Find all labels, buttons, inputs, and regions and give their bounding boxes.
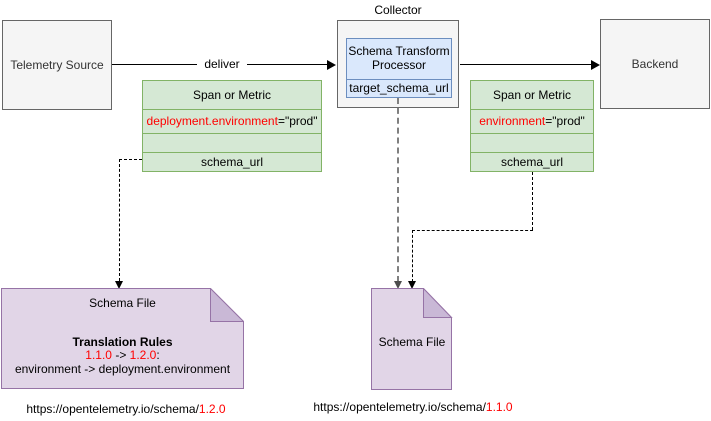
span-right-empty-row [471,133,593,152]
span-right-attribute-value: ="prod" [545,114,585,128]
span-left-schema-url-row: schema_url [143,152,321,172]
processor-schema-connector-vertical [397,98,399,282]
schema-url-right-base: https://opentelemetry.io/schema/ [313,400,486,414]
processor-title: Schema Transform Processor [347,39,451,80]
span-or-metric-left-node: Span or Metric deployment.environment="p… [142,80,322,172]
span-left-attribute-key: deployment.environment [146,114,278,128]
left-schema-url-connector-vertical [119,159,120,281]
left-schema-url-connector-horizontal [119,159,142,160]
span-right-attribute-key: environment [479,114,546,128]
backend-node: Backend [600,19,710,109]
schema-file-middle-title: Schema File [378,335,446,349]
backend-label: Backend [631,57,679,71]
rule-version-to: 1.2.0 [129,348,157,362]
span-right-attribute-row: environment="prod" [471,109,593,133]
schema-transform-processor-node: Schema Transform Processor target_schema… [346,38,452,98]
span-left-empty-row [143,133,321,152]
telemetry-source-label: Telemetry Source [10,58,104,72]
deliver-arrowhead-icon [327,60,336,70]
rule-colon: : [156,348,160,362]
schema-url-left-text: https://opentelemetry.io/schema/1.2.0 [2,402,250,416]
processor-target-schema-url-field: target_schema_url [349,81,449,95]
right-connector-arrowhead-icon [408,281,416,289]
span-right-header: Span or Metric [492,88,572,102]
rule-version-from: 1.1.0 [85,348,112,362]
left-connector-arrowhead-icon [115,281,123,289]
deliver-edge-label: deliver [197,57,247,71]
schema-url-left-version: 1.2.0 [198,402,226,416]
span-left-attribute-row: deployment.environment="prod" [143,109,321,133]
span-left-header: Span or Metric [192,88,272,102]
schema-url-right-text: https://opentelemetry.io/schema/1.1.0 [313,400,513,414]
collector-to-backend-arrow-line [460,64,592,65]
translation-rules-heading: Translation Rules [72,335,173,349]
right-schema-url-connector-vertical-1 [532,172,533,230]
collector-title: Collector [374,3,422,17]
collector-to-backend-arrowhead-icon [591,60,600,70]
telemetry-source-node: Telemetry Source [2,20,112,110]
rule-arrow: -> [111,348,130,362]
translation-rule-mapping: environment -> deployment.environment [14,362,231,376]
translation-rule-versions: 1.1.0 -> 1.2.0: [2,348,243,362]
span-or-metric-right-node: Span or Metric environment="prod" schema… [470,80,594,172]
schema-url-right-version: 1.1.0 [485,400,513,414]
right-schema-url-connector-horizontal [412,230,533,231]
span-left-attribute-value: ="prod" [277,114,318,128]
schema-file-left-title: Schema File [89,296,156,310]
schema-file-middle-note-shape [371,288,453,390]
processor-connector-arrowhead-icon [394,281,402,289]
span-right-schema-url-row: schema_url [471,152,593,172]
right-schema-url-connector-vertical-2 [412,230,413,282]
schema-file-left-note-shape [1,288,244,389]
schema-url-left-base: https://opentelemetry.io/schema/ [26,402,199,416]
